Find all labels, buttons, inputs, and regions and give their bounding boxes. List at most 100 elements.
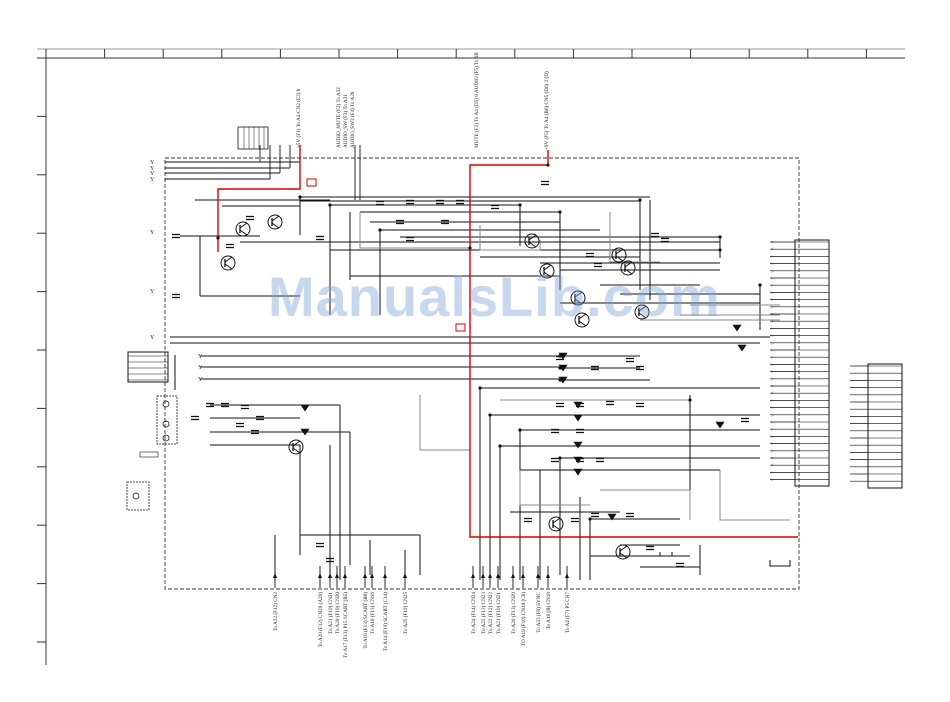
board-outline-rect — [164, 157, 800, 590]
right-connector-arrow: > — [771, 456, 774, 462]
right-connector-arrow: > — [771, 384, 774, 390]
transistor-emitter — [543, 271, 552, 278]
top-label: AUDIO_SW2 (F4) To A28 — [349, 91, 356, 148]
transistor-emitter — [528, 241, 537, 248]
right-connector-arrow: > — [771, 362, 774, 368]
junction-dot — [588, 517, 592, 521]
left-socket-block — [126, 481, 150, 511]
far-right-connector-block — [867, 363, 903, 489]
transistor — [267, 214, 283, 230]
right-connector-arrow: > — [771, 305, 774, 311]
socket-terminal — [132, 492, 140, 500]
bottom-label-arrow — [481, 573, 485, 578]
right-connector-arrow: > — [771, 370, 774, 376]
left-jack-block — [156, 395, 178, 445]
grey-trace — [600, 489, 691, 520]
signal-wires — [165, 145, 790, 580]
transistor-emitter — [271, 222, 280, 229]
ground-symbol — [659, 552, 673, 557]
junction-dot — [688, 398, 692, 402]
bottom-label: To A32 (F12) CN2 — [272, 592, 279, 632]
junction-dot — [298, 195, 302, 199]
diode — [607, 513, 617, 521]
input-arrow: Y — [150, 289, 155, 295]
bottom-label: To A20 (F12) CN20 (A20) — [317, 592, 324, 648]
junction-dot — [638, 198, 642, 202]
bottom-label: To A33 (F8) SYNC — [535, 591, 542, 632]
grey-trace — [419, 395, 470, 451]
top-label: +9V (F5) To A4 (B6) CN5 (D6) 2 (D) — [543, 71, 550, 150]
right-connector-arrow: > — [771, 355, 774, 361]
bottom-label: To A4 (F7) P5 CN7 — [564, 592, 571, 633]
transistor-emitter — [292, 447, 301, 454]
right-connector-arrow: > — [771, 413, 774, 419]
diode — [715, 421, 725, 429]
top-label: MUTE (F2) To A4 (D5) 8 AUDIO (F5) To 1B — [473, 52, 480, 148]
connectors: >>>>>>>>>>>>>>>>>>>>>>>>>>>>>>>>>>YYYYYY… — [126, 126, 903, 511]
transistor-collector — [624, 261, 633, 268]
transistor-emitter — [638, 312, 647, 319]
junction-dot — [468, 246, 472, 250]
transistor-emitter — [619, 552, 628, 559]
transistor — [548, 516, 564, 532]
top-label: +5V (F1) To A4-CN2 (E2) 8 — [295, 88, 302, 148]
transistor-emitter — [615, 255, 624, 262]
junction-dot — [758, 283, 762, 287]
power-test-point — [455, 323, 466, 332]
transistor — [288, 439, 304, 455]
transistor-collector — [552, 517, 561, 524]
bottom-label: To A24 (F14) CN24 — [470, 592, 477, 634]
right-connector-arrow: > — [771, 406, 774, 412]
right-connector-arrow: > — [771, 442, 774, 448]
transistor-collector — [619, 545, 628, 552]
junction-dot — [558, 378, 562, 382]
transistor — [524, 233, 540, 249]
diode — [573, 414, 583, 422]
right-connector-arrow: > — [771, 254, 774, 260]
top-label: AUDIO_SW (F3) To A31 — [342, 94, 349, 148]
junction-dot — [478, 386, 482, 390]
junction-dot — [718, 248, 722, 252]
transistor-collector — [543, 264, 552, 271]
board-outline — [164, 157, 800, 590]
bottom-label-arrow — [565, 573, 569, 578]
bottom-label: TO A19 (F10) CN19 (C8) — [520, 592, 527, 646]
right-connector-arrow: > — [771, 283, 774, 289]
junction-dot — [518, 203, 522, 207]
bottom-label-arrow — [521, 573, 525, 578]
input-arrow: Y — [198, 354, 203, 360]
bottom-label: To A21 (F10) CN21 — [327, 592, 334, 634]
transistor-collector — [239, 222, 248, 229]
diode — [737, 344, 747, 352]
bottom-label-arrow — [511, 573, 515, 578]
input-arrow: Y — [198, 377, 203, 383]
transistor-emitter — [574, 298, 583, 305]
components — [172, 163, 791, 568]
transistor-collector — [271, 215, 280, 222]
transistor-collector — [574, 291, 583, 298]
junction-dot — [328, 203, 332, 207]
junction-dot — [558, 354, 562, 358]
power-test-point — [306, 178, 317, 187]
junction-dot — [518, 428, 522, 432]
diode — [732, 324, 742, 332]
diode — [573, 401, 583, 409]
input-arrow: Y — [150, 171, 155, 177]
grey-trace — [719, 470, 790, 521]
right-connector-arrow: > — [771, 391, 774, 397]
bottom-label-arrow — [383, 573, 387, 578]
transistor-emitter — [624, 268, 633, 275]
jack-terminal — [162, 400, 170, 408]
right-connector-arrow: > — [771, 334, 774, 340]
right-connector-arrow: > — [771, 377, 774, 383]
transistor — [539, 263, 555, 279]
bottom-label: To A18 (F13) SCART (B8) — [362, 592, 369, 649]
junction-dot — [558, 456, 562, 460]
right-connector-arrow: > — [771, 247, 774, 253]
grey-trace — [359, 212, 470, 249]
bottom-label: To A21 (F10) CN21 — [495, 592, 502, 634]
grey-trace — [519, 470, 590, 506]
bottom-label-arrow — [335, 573, 339, 578]
